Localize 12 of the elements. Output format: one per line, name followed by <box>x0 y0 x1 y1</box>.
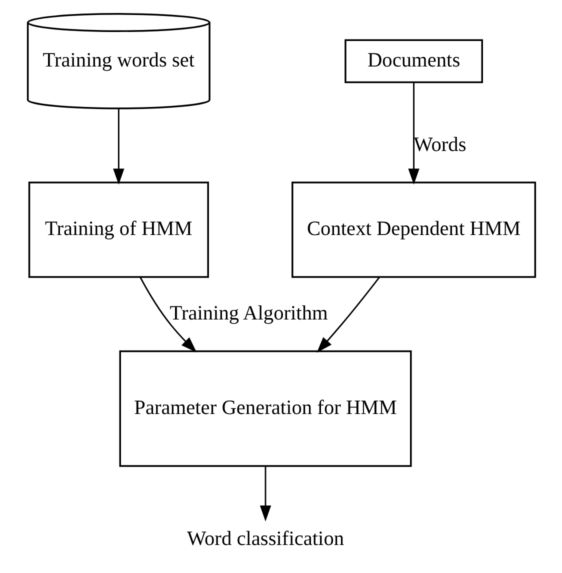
arrow <box>139 276 196 353</box>
arrow <box>112 108 124 185</box>
node-box: Context Dependent HMM <box>291 182 536 278</box>
arrow <box>316 276 380 353</box>
node-box: Parameter Generation for HMM <box>118 350 412 467</box>
node-box: Training of HMM <box>28 182 208 278</box>
arrow <box>259 466 271 522</box>
arrow <box>408 82 419 185</box>
edge-label: Training Algorithm <box>169 302 328 324</box>
edge-label: Words <box>413 134 466 156</box>
node-text: Word classification <box>186 528 344 550</box>
node-box: Documents <box>344 39 482 84</box>
